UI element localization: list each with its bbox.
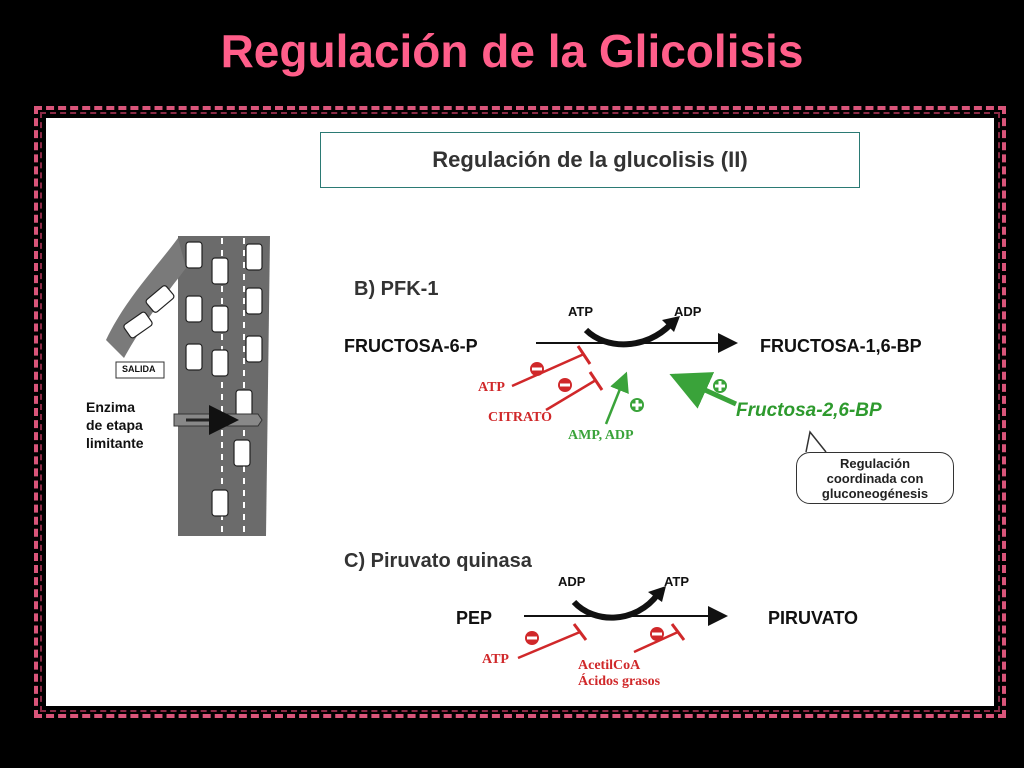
pfk-activator-amp-adp: AMP, ADP [568, 428, 634, 443]
slide-title: Regulación de la Glicolisis [220, 25, 804, 77]
pk-substrate: PEP [456, 608, 493, 628]
caption-line-3: limitante [86, 435, 144, 451]
pk-product: PIRUVATO [768, 608, 859, 628]
pfk-cofactor-in: ATP [568, 304, 594, 319]
pfk-product: FRUCTOSA-1,6-BP [760, 336, 922, 356]
section-c-heading: C) Piruvato quinasa [344, 550, 532, 572]
callout-line-3: gluconeogénesis [821, 486, 929, 501]
diagram-panel: Regulación de la glucolisis (II) [46, 118, 994, 706]
pk-inhibitor-atp: ATP [482, 652, 509, 667]
highway-illustration [106, 236, 270, 536]
plus-badges [630, 379, 727, 412]
pk-cofactor-in: ADP [558, 574, 586, 589]
slide-frame-outer [34, 106, 1006, 718]
pk-cofactor-out: ATP [664, 574, 690, 589]
exit-sign: SALIDA [122, 364, 156, 374]
diagram-graphics [106, 236, 827, 660]
pk-inhibitor-group: AcetilCoA Ácidos grasos [578, 658, 660, 690]
callout-bubble: Regulación coordinada con gluconeogénesi… [796, 452, 954, 504]
slide-frame-inner [40, 112, 1000, 712]
pfk-substrate: FRUCTOSA-6-P [344, 336, 478, 356]
pfk-cofactor-out: ADP [674, 304, 702, 319]
caption-line-1: Enzima [86, 399, 136, 415]
subtitle-box: Regulación de la glucolisis (II) [320, 132, 860, 188]
callout-line-2: coordinada con [826, 471, 924, 486]
callout-line-1: Regulación [839, 456, 911, 471]
pfk-activator-f26bp: Fructosa-2,6-BP [736, 400, 882, 421]
pfk-inhibitor-citrato: CITRATO [488, 410, 553, 425]
section-b-heading: B) PFK-1 [354, 278, 439, 300]
pfk-inhibitor-atp: ATP [478, 380, 505, 395]
pk-inhibitor-acetilcoa: AcetilCoA [578, 658, 641, 673]
caption-line-2: de etapa [86, 417, 143, 433]
pk-inhibitor-fatty-acids: Ácidos grasos [578, 674, 661, 689]
rate-limiting-caption: Enzima de etapa limitante [86, 398, 144, 452]
subtitle: Regulación de la glucolisis (II) [432, 147, 748, 172]
minus-badges [525, 362, 664, 645]
